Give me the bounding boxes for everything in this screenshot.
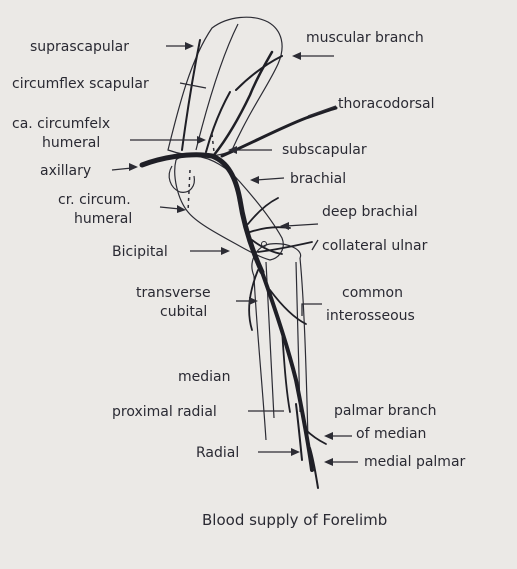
- label-thoracodorsal: thoracodorsal: [338, 96, 435, 112]
- label-subscapular: subscapular: [282, 142, 367, 158]
- brachial-artery: [237, 197, 265, 275]
- arrow-medial-palmar-head: [324, 458, 333, 466]
- arrow-subscapular-head: [228, 146, 237, 154]
- arrow-common-interosseous: [301, 303, 322, 316]
- arrow-brachial-head: [250, 176, 259, 184]
- radial-artery: [295, 403, 303, 461]
- arrow-axillary-head: [129, 163, 138, 171]
- label-ca-circumfelx: ca. circumfelx: [12, 116, 110, 132]
- label-ca-circumfelx-humeral: humeral: [42, 135, 100, 151]
- ulna-outline: [253, 257, 309, 441]
- arrow-suprascapular-head: [185, 42, 194, 50]
- label-brachial: brachial: [290, 171, 346, 187]
- label-circumflex-scapular: circumflex scapular: [12, 76, 149, 92]
- circumflex-scapular-artery: [205, 91, 231, 153]
- arrow-transverse-cubital-head: [249, 297, 258, 305]
- label-common-interosseous: interosseous: [326, 308, 415, 324]
- label-medial-palmar: medial palmar: [364, 454, 466, 470]
- arrow-thoracodorsal: [307, 105, 337, 117]
- labels-right: muscular branch thoracodorsal subscapula…: [282, 30, 466, 470]
- scapular-spine: [195, 23, 239, 151]
- median-artery: [260, 270, 314, 472]
- proximal-radial-artery: [281, 329, 291, 413]
- suprascapular-artery: [181, 39, 201, 151]
- label-proximal-radial: proximal radial: [112, 404, 217, 420]
- dashed-mark-humeral: [187, 169, 191, 213]
- medial-palmar-artery: [309, 447, 319, 489]
- arrow-muscular-branch-head: [292, 52, 301, 60]
- arrow-cr-circum-head: [177, 205, 186, 213]
- humeral-head: [168, 165, 195, 193]
- label-collateral-ulnar: collateral ulnar: [322, 238, 428, 254]
- label-median: median: [178, 369, 230, 385]
- arrow-deep-brachial-head: [280, 222, 289, 230]
- arrow-circumflex-scapular: [179, 82, 207, 89]
- label-transverse: transverse: [136, 285, 211, 301]
- labels-left: suprascapular circumflex scapular ca. ci…: [12, 39, 239, 461]
- diagram-caption: Blood supply of Forelimb: [202, 511, 387, 529]
- label-radial: Radial: [196, 445, 239, 461]
- label-axillary: axillary: [40, 163, 91, 179]
- vessels: [139, 39, 338, 489]
- label-transverse-cubital: cubital: [160, 304, 207, 320]
- palmar-branch-of-median-artery: [305, 429, 327, 445]
- axillary-artery: [139, 152, 243, 203]
- arrow-brachial: [255, 177, 285, 181]
- arrow-axillary: [111, 167, 133, 171]
- arrow-cr-circum: [159, 206, 181, 210]
- collateral-ulnar-artery: [257, 241, 313, 253]
- label-cr-circum-humeral: humeral: [74, 211, 132, 227]
- arrow-deep-brachial: [285, 223, 319, 227]
- common-interosseous-artery: [269, 289, 307, 325]
- arrow-palmar-branch-head: [324, 432, 333, 440]
- label-muscular-branch: muscular branch: [306, 30, 424, 46]
- label-bicipital: Bicipital: [112, 244, 168, 260]
- bicipital-origin-dot: [261, 241, 267, 247]
- label-deep-brachial: deep brachial: [322, 204, 418, 220]
- dashed-mark-caudal: [211, 133, 215, 153]
- label-common: common: [342, 285, 403, 301]
- muscular-branch-artery: [235, 55, 283, 91]
- arrow-bicipital-head: [221, 247, 230, 255]
- thoracodorsal-artery: [220, 106, 338, 158]
- arrow-collateral-ulnar: [311, 239, 319, 251]
- label-palmar-branch: palmar branch: [334, 403, 436, 419]
- label-suprascapular: suprascapular: [30, 39, 129, 55]
- pointer-arrows: [111, 42, 358, 466]
- arrow-ca-circumfelx-head: [197, 136, 206, 144]
- olecranon-outline: [251, 243, 302, 277]
- arrow-radial-head: [291, 448, 300, 456]
- label-palmar-branch-of-median: of median: [356, 426, 426, 442]
- label-cr-circum: cr. circum.: [58, 192, 131, 208]
